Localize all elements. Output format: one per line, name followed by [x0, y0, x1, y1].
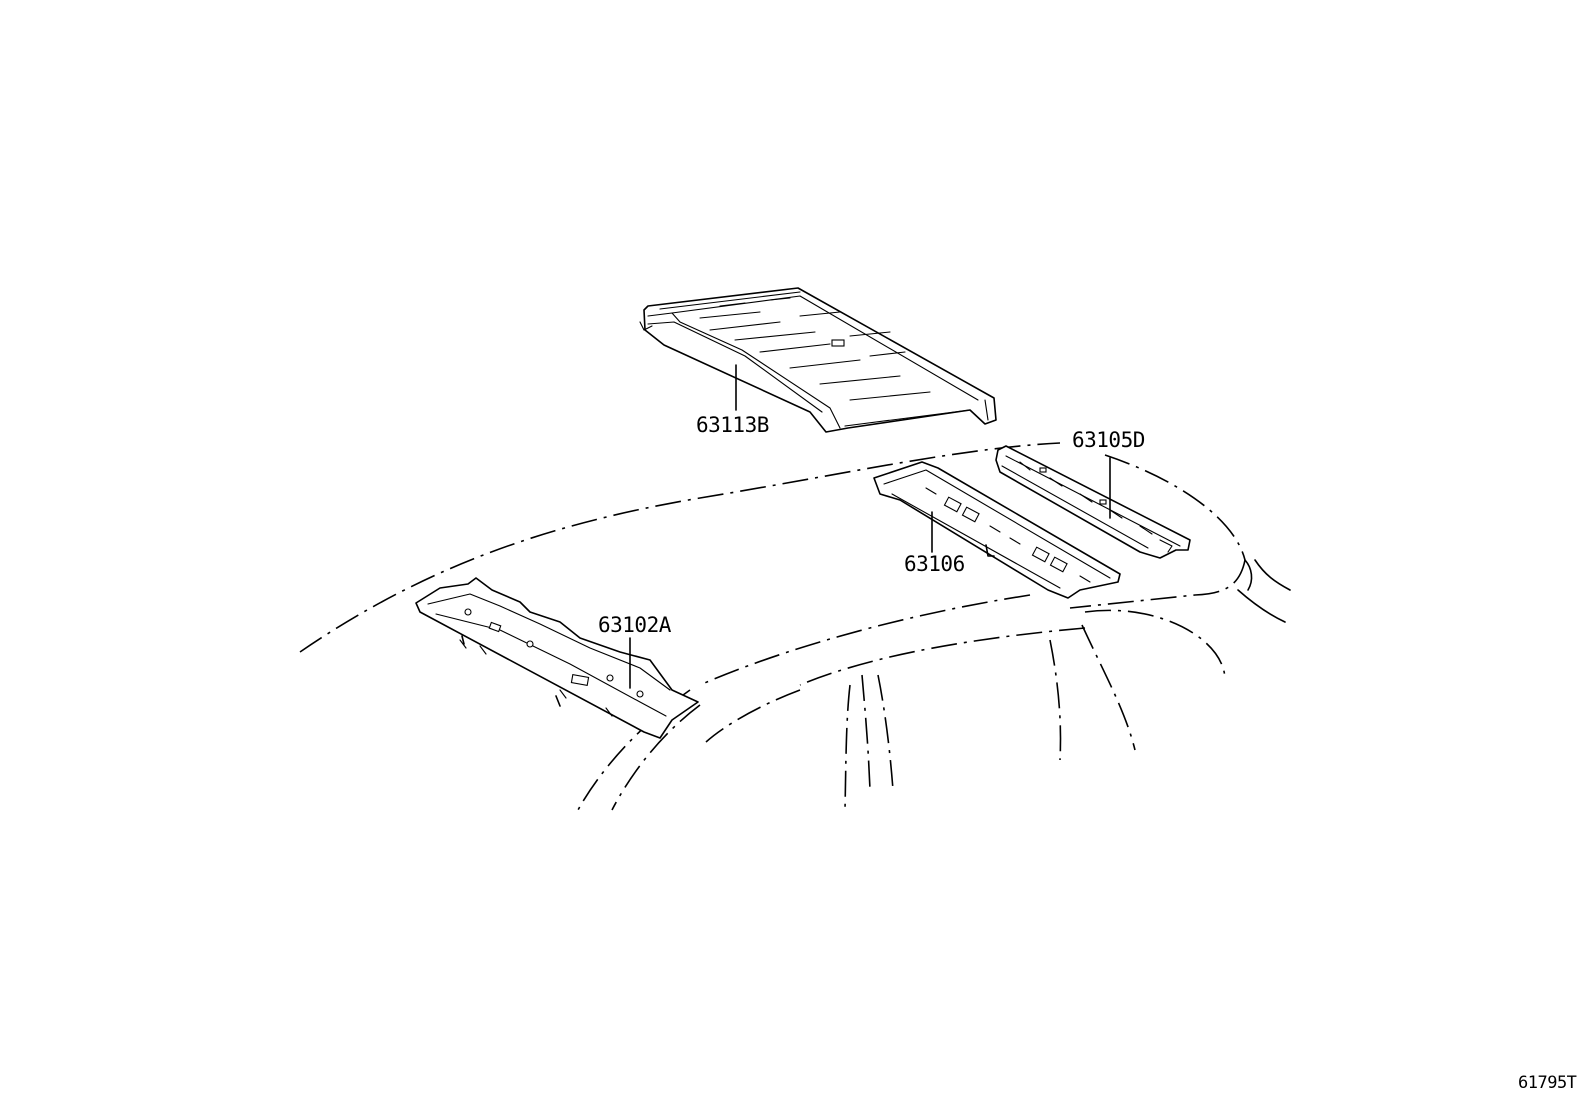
part-label-63102A: 63102A — [598, 613, 671, 637]
part-label-63105D: 63105D — [1072, 428, 1145, 452]
illustration-reference-code: 61795T — [1518, 1073, 1577, 1093]
roof-panel-part — [639, 287, 997, 433]
part-label-63113B: 63113B — [696, 413, 769, 437]
vehicle-body-outline — [299, 442, 1246, 811]
rear-pillar-lines — [1237, 559, 1291, 623]
center-roof-bow-part — [873, 461, 1121, 599]
front-roof-header-part — [415, 577, 699, 739]
part-label-63106: 63106 — [904, 552, 965, 576]
leader-lines — [629, 364, 1111, 689]
rear-roof-rail-part — [995, 445, 1191, 559]
